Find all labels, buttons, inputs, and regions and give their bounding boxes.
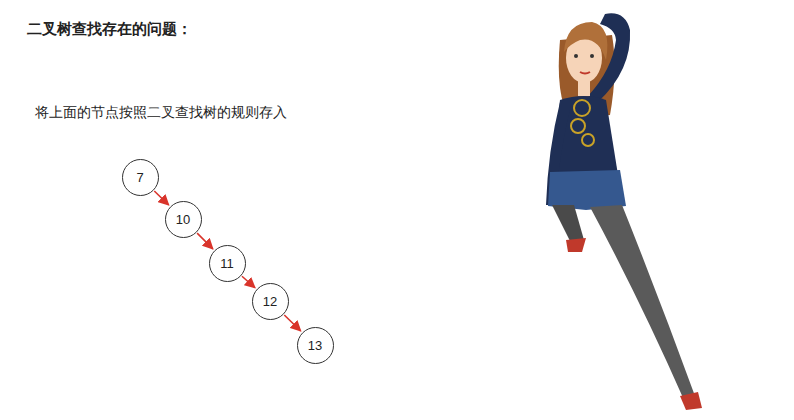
arrow-connector — [284, 315, 300, 331]
neck — [578, 80, 590, 96]
slide-title: 二叉树查找存在的问题： — [27, 20, 192, 39]
tree-node: 11 — [209, 245, 246, 282]
node-value: 10 — [176, 213, 190, 226]
necklace — [571, 119, 585, 133]
node-value: 11 — [220, 257, 234, 270]
tree-node: 12 — [252, 283, 289, 320]
arrow-connector — [154, 191, 168, 205]
tree-node: 13 — [297, 327, 334, 364]
necklace — [574, 100, 590, 116]
necklace — [582, 134, 594, 146]
shoe — [566, 238, 586, 252]
arrow-connector — [242, 276, 255, 288]
eye — [590, 54, 594, 58]
node-value: 13 — [308, 339, 322, 352]
shoe — [680, 392, 702, 410]
subtitle: 将上面的节点按照二叉查找树的规则存入 — [35, 104, 287, 122]
arrow-connector — [197, 233, 213, 249]
shorts — [548, 170, 626, 210]
mouth — [580, 72, 590, 74]
leg — [590, 205, 695, 400]
tree-node: 10 — [165, 201, 202, 238]
eye — [574, 54, 578, 58]
tree-node: 7 — [122, 159, 159, 196]
node-value: 7 — [136, 171, 143, 184]
hair — [564, 22, 607, 60]
node-value: 12 — [263, 295, 277, 308]
